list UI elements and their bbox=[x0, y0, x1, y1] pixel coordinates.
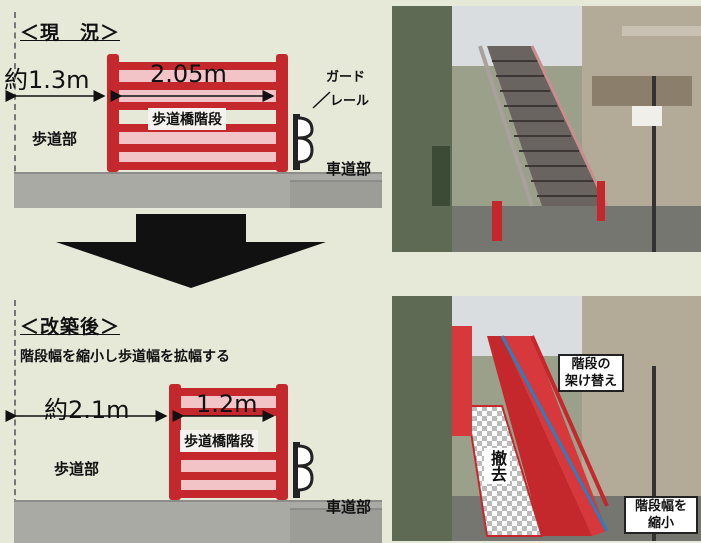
before-roadway-label: 車道部 bbox=[326, 160, 372, 178]
after-stair-rail bbox=[169, 472, 288, 480]
guard-rail-label-2: レール bbox=[330, 94, 370, 109]
after-stair-rail bbox=[169, 388, 288, 396]
after-stair-fill bbox=[181, 480, 276, 490]
before-stair-width: 2.05m bbox=[150, 60, 227, 88]
after-stair-fill bbox=[181, 460, 276, 472]
before-stair-rail bbox=[107, 82, 288, 90]
after-road-step bbox=[290, 508, 382, 543]
after-roadway-label: 車道部 bbox=[326, 498, 372, 516]
before-guard-rail-icon bbox=[293, 114, 314, 170]
before-stair-rail bbox=[107, 62, 288, 70]
photo-current-illustration bbox=[392, 6, 701, 252]
removal-label: 撤去 bbox=[484, 448, 510, 484]
guard-rail-label-1: ガード bbox=[326, 70, 366, 85]
before-stair-rail bbox=[107, 162, 288, 170]
shrink-width-label: 階段幅を 縮小 bbox=[624, 496, 698, 534]
replace-stairs-label-line1: 階段の bbox=[571, 357, 611, 372]
shrink-width-label-line2: 縮小 bbox=[647, 516, 674, 531]
left-dashed-line bbox=[14, 12, 16, 202]
after-guard-rail-icon bbox=[293, 442, 314, 498]
after-stair-rail bbox=[169, 452, 288, 460]
after-stair-fill bbox=[181, 396, 276, 408]
before-dimension-arrows bbox=[5, 90, 331, 109]
after-stair-rail bbox=[169, 490, 288, 498]
before-stair-fill bbox=[119, 70, 276, 82]
before-stair-rail bbox=[107, 144, 288, 152]
after-title: ＜改築後＞ bbox=[20, 316, 121, 338]
before-stair-fill bbox=[119, 132, 276, 144]
before-title: ＜現 況＞ bbox=[20, 22, 121, 44]
after-description: 階段幅を縮小し歩道幅を拡幅する bbox=[20, 349, 230, 365]
replace-stairs-label-line2: 架け替え bbox=[564, 374, 617, 389]
after-stair-width: 1.2m bbox=[196, 390, 258, 418]
before-road-step bbox=[290, 180, 382, 208]
before-stair-fill bbox=[119, 152, 276, 162]
photo-current-stairs bbox=[392, 6, 701, 252]
transition-down-arrow bbox=[56, 214, 326, 288]
replace-stairs-label: 階段の 架け替え bbox=[558, 354, 624, 392]
before-stair-rail bbox=[107, 102, 288, 110]
before-sidewalk-label: 歩道部 bbox=[32, 130, 78, 148]
after-sidewalk-label: 歩道部 bbox=[54, 460, 100, 478]
shrink-width-label-line1: 階段幅を bbox=[634, 499, 687, 514]
photo-after-plan: 階段の 架け替え 撤去 階段幅を 縮小 bbox=[392, 296, 701, 541]
after-side-width: 約2.1m bbox=[44, 396, 130, 424]
before-side-width: 約1.3m bbox=[4, 66, 90, 94]
after-dimension-arrows bbox=[5, 410, 275, 422]
after-stair-label: 歩道橋階段 bbox=[180, 430, 258, 452]
before-stair-label: 歩道橋階段 bbox=[148, 108, 226, 130]
